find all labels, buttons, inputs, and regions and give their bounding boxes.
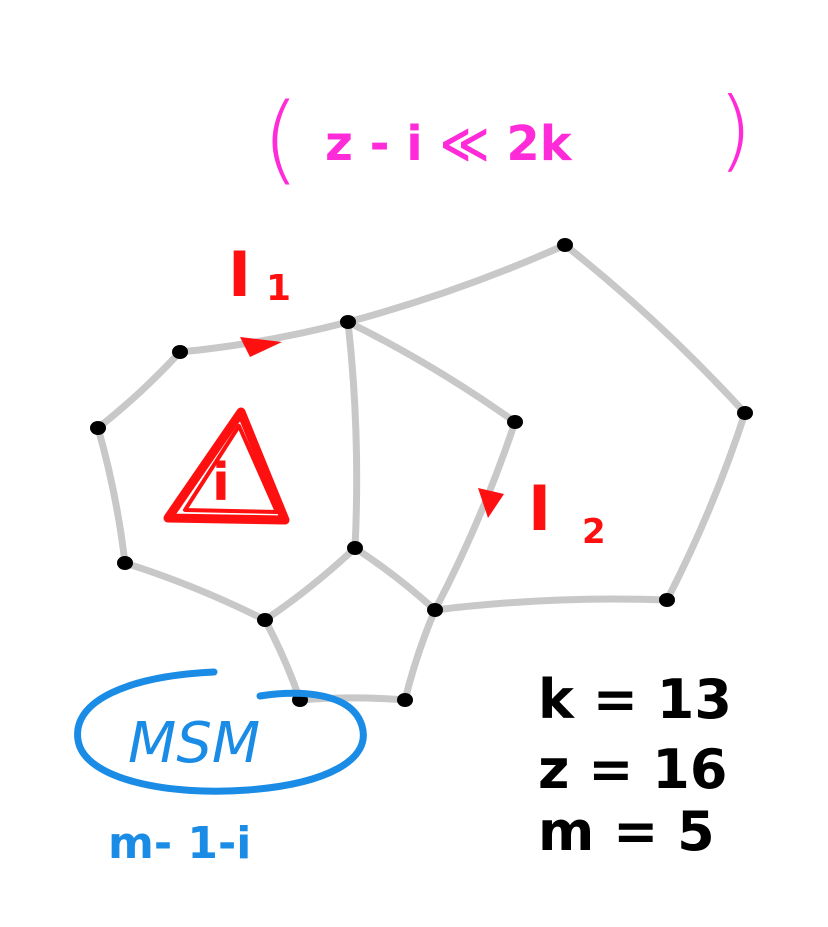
msm-label: MSM	[128, 711, 260, 776]
edge-a-b	[344, 241, 569, 326]
node-e	[507, 415, 523, 429]
node-h	[347, 541, 363, 555]
label-i1: I 1	[228, 238, 291, 311]
edge-h-i	[261, 544, 359, 624]
triangle-shape	[163, 407, 290, 525]
condition-close-paren: )	[718, 78, 752, 181]
edge-a-f	[561, 241, 749, 417]
msm-annotation: MSM m- 1-i	[74, 668, 367, 869]
edge-h-j	[351, 544, 439, 614]
node-j	[427, 603, 443, 617]
arrow-i2-head	[478, 488, 504, 518]
node-d	[90, 421, 106, 435]
arrow-i1-head	[240, 337, 282, 357]
edge-l-m	[296, 694, 409, 704]
param-k: k = 13	[538, 668, 732, 731]
condition-annotation: ( z - i ≪ 2k )	[262, 78, 752, 195]
node-k	[659, 593, 675, 607]
parameters: k = 13 z = 16 m = 5	[538, 668, 732, 863]
label-i2-sub: 2	[582, 512, 606, 552]
node-c	[172, 345, 188, 359]
edge-f-k	[663, 409, 749, 604]
edge-j-k	[431, 595, 671, 614]
param-z: z = 16	[538, 738, 727, 801]
edge-b-e	[344, 318, 519, 426]
arrow-i2	[478, 488, 504, 518]
msm-ellipse	[74, 668, 367, 795]
edge-c-d	[94, 348, 184, 432]
edge-d-g	[94, 424, 129, 567]
triangle-marker: i	[163, 407, 290, 525]
node-a	[557, 238, 573, 252]
edge-e-j	[431, 418, 519, 614]
node-m	[397, 693, 413, 707]
param-m: m = 5	[538, 800, 715, 863]
label-i1-sub: 1	[266, 268, 291, 309]
node-b	[340, 315, 356, 329]
label-i2-main: I	[528, 472, 551, 545]
node-i	[257, 613, 273, 627]
edge-g-i	[121, 559, 269, 624]
label-i1-main: I	[228, 238, 251, 311]
label-i2: I 2	[528, 472, 606, 552]
node-g	[117, 556, 133, 570]
graph-nodes	[90, 238, 753, 707]
msm-subtext: m- 1-i	[108, 818, 251, 869]
arrow-i1	[240, 337, 282, 357]
condition-text: z - i ≪ 2k	[325, 116, 573, 172]
edge-b-h	[344, 318, 361, 552]
edge-i-l	[261, 616, 304, 704]
condition-open-paren: (	[262, 83, 299, 195]
edge-m-j	[401, 606, 439, 704]
triangle-label: i	[212, 453, 230, 513]
node-f	[737, 406, 753, 420]
